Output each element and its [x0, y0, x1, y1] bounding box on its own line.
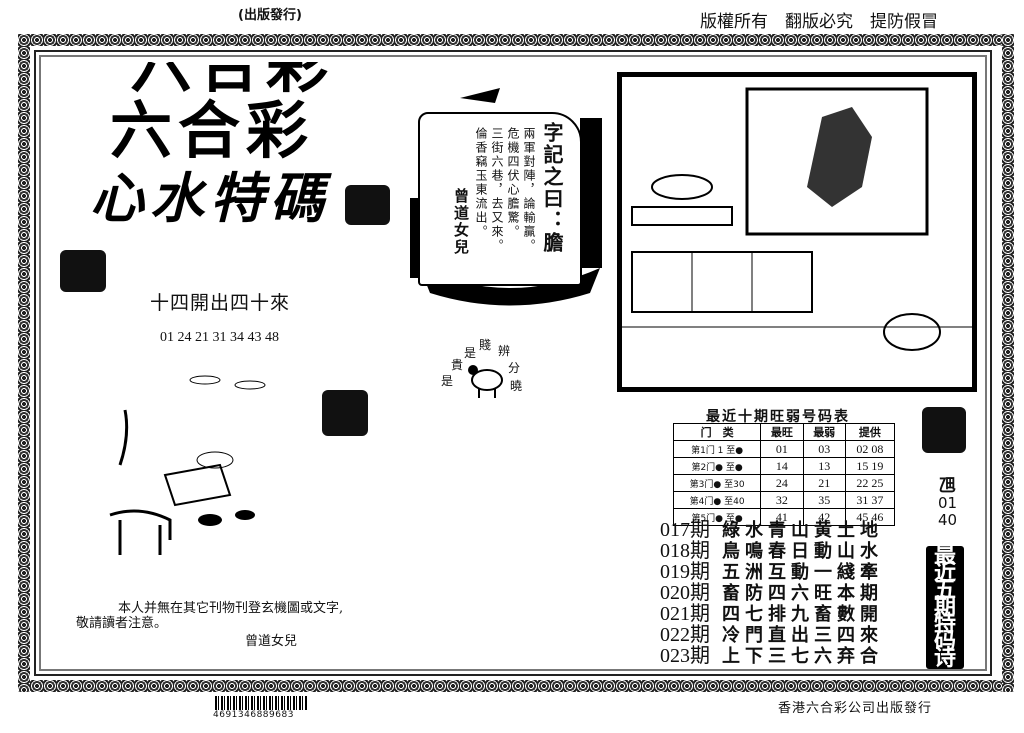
side-code-n2: 40 [938, 511, 958, 529]
logo-line1: 六合彩 [130, 62, 335, 101]
poem-line: 危機四伏心膽驚。 [506, 127, 520, 239]
poem-text: 鳥鳴春日動山水 [722, 541, 883, 562]
side-code: 乪 01 40 [938, 478, 957, 529]
interior-scene-illustration [622, 87, 972, 351]
table-title: 最近十期旺弱号码表 [706, 409, 850, 425]
hot-cell: 41 [760, 508, 804, 526]
cold-cell: 21 [802, 474, 846, 492]
poem-line: 三街六巷，去又來。 [490, 127, 504, 253]
barcode [215, 696, 307, 710]
offer-cell: 45 46 [844, 508, 896, 526]
logo-line3: 心水特碼 [90, 167, 330, 230]
col-header: 最旺 [760, 423, 804, 441]
pond-ox-illustration [109, 375, 266, 555]
poem-row: 019期五洲互動一綫牽 [660, 561, 883, 584]
ornament-border-right [1002, 34, 1014, 692]
period: 021期 [660, 603, 710, 625]
poem-line: 兩軍對陣，論輸贏。 [522, 127, 536, 253]
offer-cell: 02 08 [844, 440, 896, 458]
sheep-char: 是 [464, 346, 477, 360]
barcode-number: 4691346889683 [213, 710, 294, 720]
period: 018期 [660, 540, 710, 562]
sail-poem [418, 112, 582, 286]
period: 020期 [660, 582, 710, 604]
illustration-frame [617, 72, 977, 392]
ornament-border-top [18, 34, 1014, 46]
hand-pointing-icon [922, 407, 966, 453]
offer-cell: 15 19 [844, 457, 896, 475]
turntable-icon [345, 185, 390, 225]
hint-numbers: 01 24 21 31 34 43 48 [160, 330, 279, 345]
col-header: 提供 [844, 423, 896, 441]
col-header: 最弱 [802, 423, 846, 441]
cold-cell: 42 [802, 508, 846, 526]
poem-text: 冷門直出三四來 [722, 625, 883, 646]
hot-cell: 14 [760, 457, 804, 475]
logo-line2: 六合彩 [110, 94, 315, 167]
hint-title: 十四開出四十來 [150, 292, 291, 314]
poem-text: 四七排九畜數開 [722, 604, 883, 625]
inner-frame [34, 50, 992, 676]
copyright-notice: 版權所有 翻版必究 提防假冒 [700, 12, 938, 32]
sheep-char: 分 [508, 361, 521, 375]
period: 022期 [660, 624, 710, 646]
disclaimer-signature: 曾道女兒 [245, 634, 298, 649]
poem-row: 023期上下三七六弃合 [660, 645, 883, 668]
side-code-n1: 01 [938, 494, 958, 512]
offer-cell: 22 25 [844, 474, 896, 492]
poem-text: 綠水青山黄土地 [722, 520, 883, 541]
cold-cell: 03 [802, 440, 846, 458]
period: 023期 [660, 645, 710, 667]
poem-text: 五洲互動一綫牽 [722, 562, 883, 583]
hot-cell: 01 [760, 440, 804, 458]
row-label: 第4门● 至40 [672, 491, 762, 509]
offer-cell: 31 37 [844, 491, 896, 509]
period: 019期 [660, 561, 710, 583]
cold-cell: 35 [802, 491, 846, 509]
side-code-char: 乪 [939, 476, 957, 496]
table-header-row: 门 类 最旺 最弱 提供 [672, 423, 896, 441]
poem-row: 018期鳥鳴春日動山水 [660, 540, 883, 563]
poem-title: 字記之曰：膽 [540, 122, 564, 254]
sheep-char: 曉 [510, 379, 523, 393]
row-label: 第2门● 至● [672, 457, 762, 475]
sheep-char: 賤 [479, 338, 492, 352]
period-poem-list: 017期綠水青山黄土地 018期鳥鳴春日動山水 019期五洲互動一綫牽 020期… [660, 519, 883, 668]
sheep-char: 貴 [451, 358, 464, 372]
poem-section-label: 最近五期特码诗 [926, 546, 964, 670]
disclaimer-line1: 本人并無在其它刊物刊登玄機圖或文字, [118, 601, 344, 616]
hand-icon [322, 390, 368, 436]
col-header: 门 类 [672, 423, 762, 441]
ornament-border-left [18, 34, 30, 692]
poem-line: 倫香竊玉東流出。 [474, 127, 488, 239]
poem-author: 曾道女兒 [452, 188, 470, 256]
masthead-logo: 六合彩 六合彩 心水特碼 [50, 62, 410, 232]
hot-cell: 24 [760, 474, 804, 492]
row-label: 第3门● 至30 [672, 474, 762, 492]
rooster-icon [60, 250, 106, 292]
poem-row: 022期冷門直出三四來 [660, 624, 883, 647]
sheep-illustration [468, 365, 503, 398]
sheep-char: 是 [441, 374, 454, 388]
poem-text: 畜防四六旺本期 [722, 583, 883, 604]
cold-cell: 13 [802, 457, 846, 475]
poem-row: 020期畜防四六旺本期 [660, 582, 883, 605]
poem-row: 021期四七排九畜數開 [660, 603, 883, 626]
period: 017期 [660, 519, 710, 541]
sheep-char: 辨 [498, 344, 511, 358]
footer-publisher: 香港六合彩公司出版發行 [778, 701, 933, 716]
ornament-border-bottom [18, 680, 1014, 692]
row-label: 第1门 1 至● [672, 440, 762, 458]
publish-note: (出版發行) [238, 8, 302, 23]
poem-text: 上下三七六弃合 [722, 646, 883, 667]
disclaimer-line2: 敬請讀者注意。 [76, 616, 168, 631]
hot-cell: 32 [760, 491, 804, 509]
poem-row: 017期綠水青山黄土地 [660, 519, 883, 542]
